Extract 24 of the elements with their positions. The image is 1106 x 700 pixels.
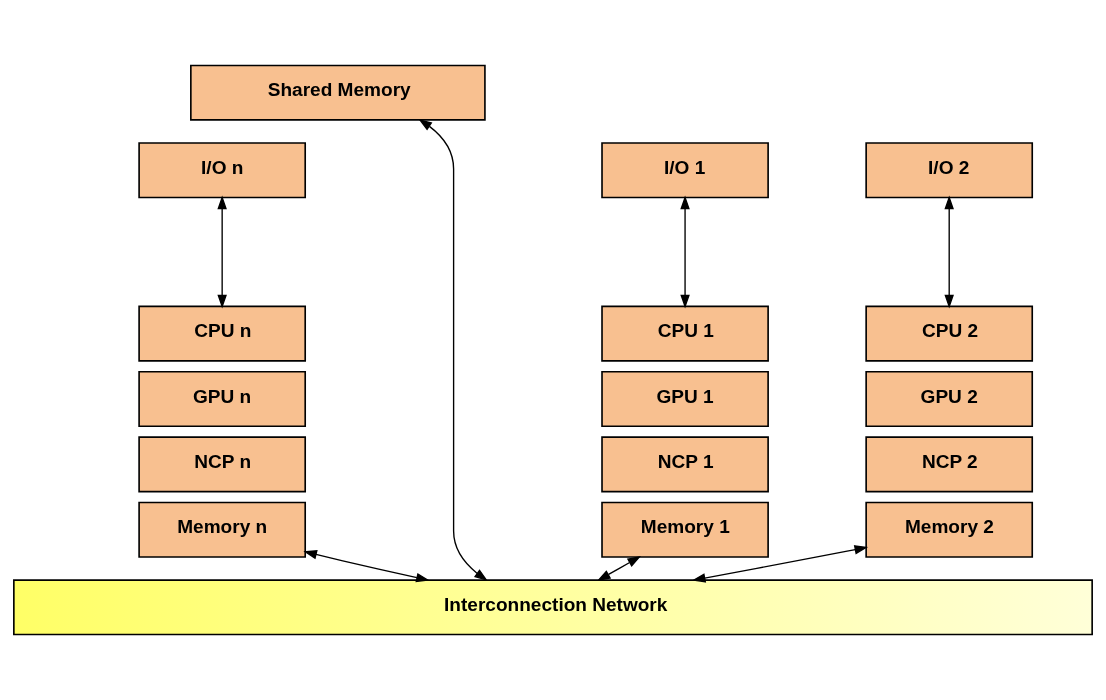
arrow (418, 118, 488, 581)
node-box: GPU 2 (865, 370, 1034, 428)
arrow (691, 545, 869, 583)
node-box: NCP 1 (601, 436, 769, 493)
node-box: NCP n (138, 436, 307, 493)
arrow (944, 195, 954, 309)
node-box: I/O 2 (865, 142, 1034, 199)
node-box: I/O n (138, 142, 307, 199)
node-box: CPU 2 (865, 305, 1034, 362)
node-box: Memory 2 (865, 501, 1034, 558)
arrow (680, 195, 690, 309)
node-box: Shared Memory (190, 64, 486, 121)
node-box: Memory n (138, 501, 307, 558)
arrow (596, 556, 642, 582)
node-box: GPU 1 (601, 370, 769, 428)
node-box: I/O 1 (601, 142, 769, 199)
arrow (303, 549, 430, 583)
node-box: CPU 1 (601, 305, 769, 362)
node-box: CPU n (138, 305, 307, 362)
node-box: Interconnection Network (13, 579, 1093, 636)
arrow (217, 195, 227, 309)
node-box: Memory 1 (601, 501, 769, 558)
node-box: NCP 2 (865, 436, 1034, 493)
node-box: GPU n (138, 370, 307, 428)
